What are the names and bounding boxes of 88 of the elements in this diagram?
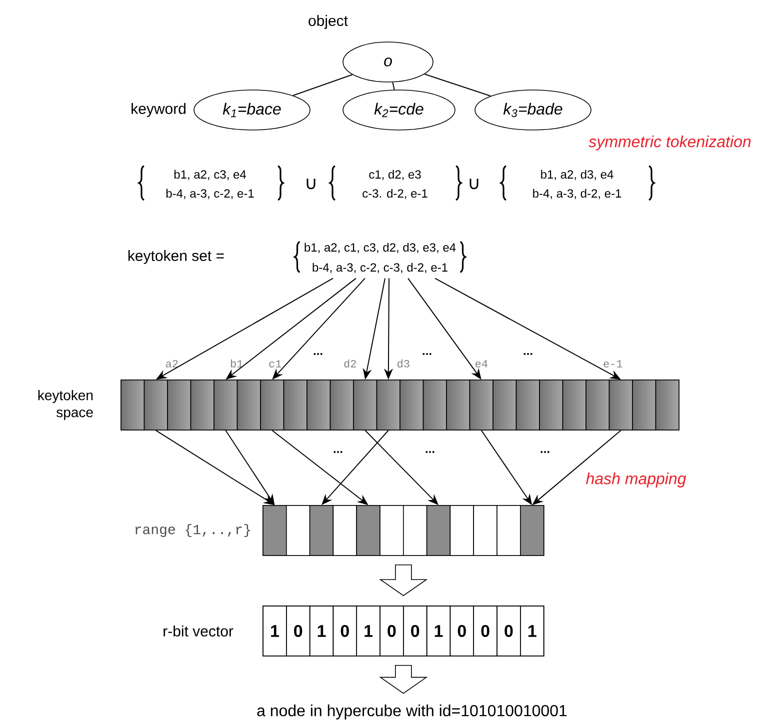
keytoken-cell xyxy=(516,380,540,430)
set-line: b1, a2, c3, e4 xyxy=(174,170,246,180)
cell-label: e4 xyxy=(476,360,488,368)
strip-label: r-bit vector xyxy=(164,625,234,636)
result-text: a node in hypercube with id=101010010001 xyxy=(257,704,567,720)
cell-label: c1 xyxy=(269,360,282,368)
range-cell xyxy=(473,505,498,556)
bit-cell: 1 xyxy=(309,606,334,656)
ellipsis: ... xyxy=(422,353,432,355)
ellipsis: ... xyxy=(540,451,550,453)
keytoken-cell xyxy=(190,380,214,430)
cell-label: a2 xyxy=(166,360,178,368)
cell-label: e-1 xyxy=(604,360,622,368)
strip-label: keytoken space xyxy=(38,390,93,420)
keytoken-cell xyxy=(586,380,610,430)
set-line: b1, a2, d3, e4 xyxy=(541,170,614,180)
ellipsis: ... xyxy=(334,451,342,453)
annotation: symmetric tokenization xyxy=(588,136,751,150)
token-set: b1, a2, c1, c3, d2, d3, e3, e4 b-4, a-3, c-2, c-3, d-2, e-1 xyxy=(304,242,456,274)
keytoken-cell xyxy=(260,380,284,430)
keytoken-cell xyxy=(144,380,168,430)
bit-cell: 1 xyxy=(426,606,451,656)
keytoken-cell xyxy=(283,380,308,430)
node-label: object xyxy=(308,15,348,29)
ellipse-node: k$_{3}$=bade xyxy=(474,90,592,130)
bit-cell: 0 xyxy=(286,606,310,656)
keytoken-cell xyxy=(492,380,517,430)
bit-cell: 0 xyxy=(450,606,474,656)
bit-cell: 0 xyxy=(332,606,357,656)
cell-label: b1 xyxy=(230,359,243,368)
range-cell xyxy=(332,505,357,556)
range-cell xyxy=(356,505,380,556)
keytoken-cell xyxy=(167,380,192,430)
cell-label: d2 xyxy=(344,359,356,368)
keytoken-cell xyxy=(400,380,424,430)
bit-cell: 0 xyxy=(380,606,404,656)
bit-cell: 1 xyxy=(520,606,544,656)
keytoken-cell xyxy=(236,380,261,430)
hollow-arrow xyxy=(379,564,428,596)
keytoken-cell xyxy=(353,380,378,430)
bit-cell: 0 xyxy=(403,606,428,656)
keytoken-cell xyxy=(632,380,656,430)
set-line: b-4, a-3, c-2, e-1 xyxy=(166,188,254,200)
range-cell xyxy=(380,505,404,556)
keytoken-cell xyxy=(469,380,494,430)
node-label: keyword xyxy=(132,103,186,117)
range-cell xyxy=(520,505,544,556)
ellipsis: ... xyxy=(314,353,322,355)
range-cell xyxy=(426,505,451,556)
set-line: b-4, a-3, d-2, e-1 xyxy=(533,188,622,200)
keytoken-cell xyxy=(214,380,238,430)
bit-cell: 1 xyxy=(262,606,287,656)
keytoken-cell xyxy=(330,380,354,430)
set-name: keytoken set = xyxy=(128,250,224,264)
range-cell xyxy=(262,505,287,556)
keytoken-cell xyxy=(120,380,145,430)
range-cell xyxy=(496,505,521,556)
connector-line xyxy=(392,82,395,90)
set-line: c1, d2, e3 xyxy=(369,170,421,180)
ellipse-node: k$_{2}$=cde xyxy=(342,90,456,130)
range-cell xyxy=(450,505,474,556)
range-cell xyxy=(286,505,310,556)
keytoken-cell xyxy=(446,380,470,430)
keytoken-cell xyxy=(608,380,633,430)
keytoken-cell xyxy=(539,380,564,430)
union-sign: ∪ xyxy=(470,178,478,190)
range-cell xyxy=(403,505,428,556)
hollow-arrow xyxy=(379,665,428,694)
keytoken-cell xyxy=(376,380,400,430)
ellipse-node: o xyxy=(342,42,434,82)
union-sign: ∪ xyxy=(306,178,316,190)
set-line: c-3. d-2, e-1 xyxy=(362,188,428,200)
connector-line xyxy=(292,74,353,96)
cell-label: d3 xyxy=(398,359,410,368)
keytoken-cell xyxy=(422,380,447,430)
bit-cell: 0 xyxy=(496,606,521,656)
ellipse-node: k$_{1}$=bace xyxy=(194,90,310,130)
keytoken-cell xyxy=(655,380,680,430)
keytoken-cell xyxy=(562,380,586,430)
bit-cell: 1 xyxy=(356,606,380,656)
bit-cell: 0 xyxy=(473,606,498,656)
ellipsis: ... xyxy=(524,353,532,355)
strip-label: range {1,..,r} xyxy=(136,524,250,538)
annotation: hash mapping xyxy=(586,472,686,488)
ellipsis: ... xyxy=(426,451,434,453)
connector-line xyxy=(424,74,492,96)
keytoken-cell xyxy=(306,380,331,430)
range-cell xyxy=(309,505,334,556)
